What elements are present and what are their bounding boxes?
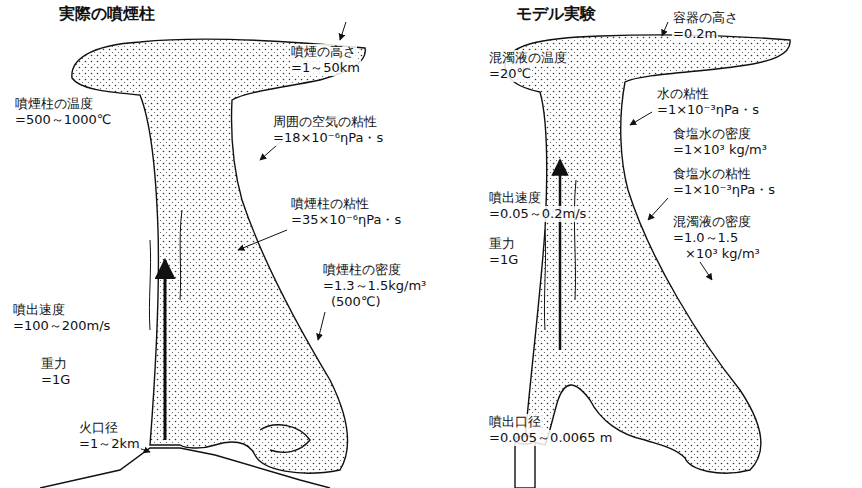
param-value: =1～50km xyxy=(290,60,361,76)
param-value: =1×10³ kg/m³ xyxy=(672,142,768,158)
param-value: =0.005～0.0065 m xyxy=(488,430,613,446)
param-name: 噴出速度 xyxy=(12,302,66,318)
param-value: ×10³ kg/m³ xyxy=(684,246,761,262)
param-value: =18×10⁻⁶ηPa・s xyxy=(272,130,384,146)
param-value: =1～2km xyxy=(78,436,141,452)
param-name: 噴煙柱の密度 xyxy=(322,262,402,278)
param-value: =0.2m xyxy=(672,26,718,42)
param-value: =500～1000℃ xyxy=(14,112,112,128)
param-value: =1×10⁻³ηPa・s xyxy=(656,102,760,118)
panel-title: モデル実験 xyxy=(515,6,597,22)
param-value: =1G xyxy=(488,252,519,268)
param-name: 噴煙の高さ xyxy=(290,44,357,60)
param-name: 噴出速度 xyxy=(488,190,542,206)
param-name: 噴煙柱の温度 xyxy=(14,96,94,112)
param-name: 食塩水の密度 xyxy=(672,126,752,142)
param-value: =35×10⁻⁶ηPa・s xyxy=(290,212,402,228)
param-name: 噴煙柱の粘性 xyxy=(290,196,370,212)
param-name: 混濁液の密度 xyxy=(672,214,752,230)
param-value: =100～200m/s xyxy=(12,318,111,334)
param-name: 火口径 xyxy=(78,420,119,436)
param-name: 周囲の空気の粘性 xyxy=(272,114,378,130)
param-name: 重力 xyxy=(488,236,516,252)
param-name: 容器の高さ xyxy=(672,10,739,26)
param-name: 水の粘性 xyxy=(656,86,710,102)
param-name: 混濁液の温度 xyxy=(488,50,568,66)
param-value: =0.05～0.2m/s xyxy=(488,206,587,222)
param-name: 噴出口径 xyxy=(488,414,542,430)
leader-lines xyxy=(110,22,346,452)
panel-title: 実際の噴煙柱 xyxy=(58,6,156,22)
param-value: =1.3～1.5kg/m³ xyxy=(322,278,427,294)
param-value: =20℃ xyxy=(488,66,532,82)
param-value: (500℃) xyxy=(330,294,382,310)
param-name: 重力 xyxy=(40,356,68,372)
model-plume xyxy=(505,35,790,488)
param-name: 食塩水の粘性 xyxy=(672,166,752,182)
param-value: =1G xyxy=(40,372,71,388)
param-value: =1.0～1.5 xyxy=(672,230,739,246)
param-value: =1×10⁻³ηPa・s xyxy=(672,182,776,198)
